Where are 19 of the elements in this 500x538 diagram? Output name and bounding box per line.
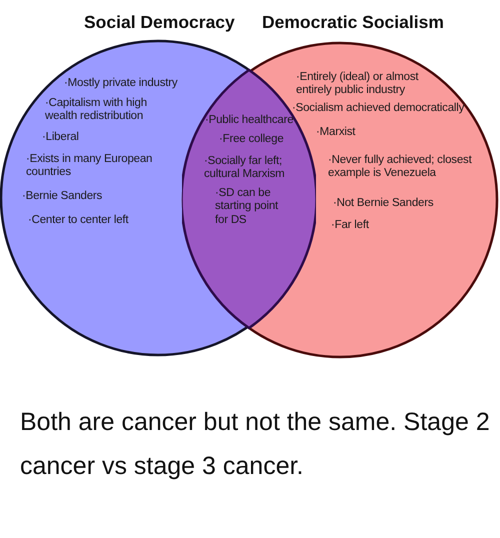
bullet-point: ·Never fully achieved; closest example is Venezuela: [328, 154, 473, 181]
circle-heading: Democratic Socialism: [262, 12, 444, 32]
bullet-point: ·Center to center left: [28, 214, 128, 228]
bullet-point: ·SD can be starting point for DS: [215, 187, 280, 228]
bullet-point: ·Liberal: [42, 131, 79, 144]
bullet-point: ·Free college: [219, 133, 284, 146]
bullet-point: ·Bernie Sanders: [22, 190, 102, 204]
bullet-point: ·Marxist: [316, 126, 356, 140]
bullet-point: ·Socialism achieved democratically: [292, 102, 464, 114]
bullet-point: ·Not Bernie Sanders: [333, 197, 434, 210]
caption: Both are cancer but not the same. Stage 2 cancer vs stage 3 cancer.: [20, 407, 490, 482]
bullet-point: ·Far left: [331, 219, 369, 232]
bullet-point: ·Entirely (ideal) or almost entirely public industry: [296, 71, 420, 98]
bullet-point: ·Socially far left; cultural Marxism: [204, 155, 286, 182]
bullet-point: ·Exists in many European countries: [26, 153, 154, 180]
circle-heading: Social Democracy: [84, 12, 235, 32]
bullet-point: ·Capitalism with high wealth redistribution: [45, 97, 148, 124]
bullet-point: ·Mostly private industry: [64, 77, 178, 90]
bullet-point: ·Public healthcare: [205, 114, 294, 128]
